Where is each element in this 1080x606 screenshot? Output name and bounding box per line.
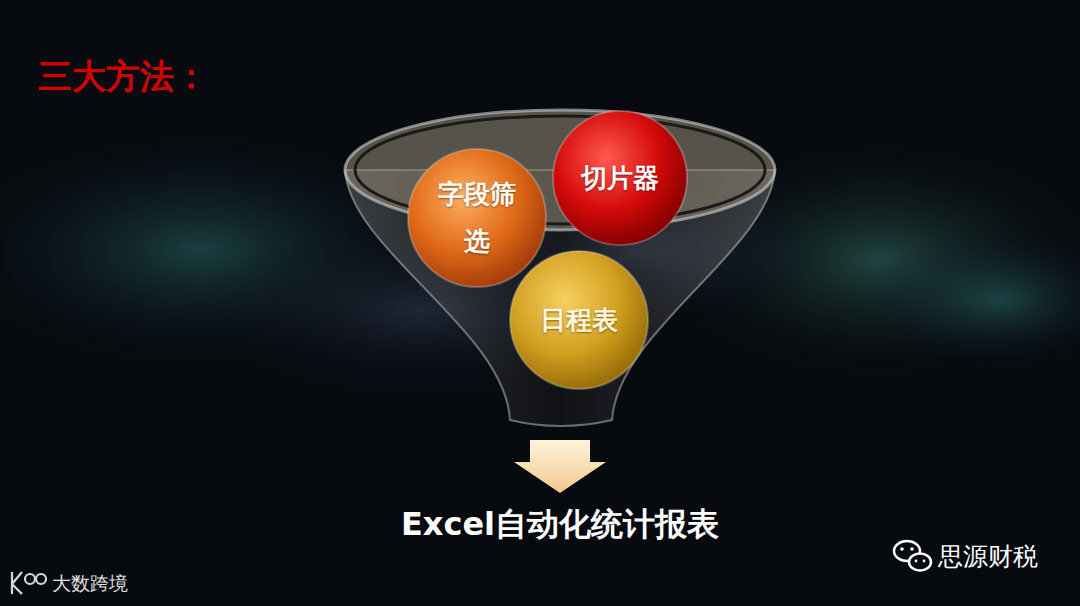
method-circle: 字段筛选 [407, 148, 547, 288]
method-circle: 切片器 [552, 110, 688, 246]
circle-shape [407, 148, 547, 288]
watermark: 大数跨境 [52, 571, 128, 597]
method-name: 字段筛选 [432, 171, 522, 265]
method-circle: 日程表 [509, 250, 649, 390]
result-caption: Excel自动化统计报表 [401, 503, 719, 547]
watermark: 思源财税 [938, 540, 1038, 573]
method-name: 日程表 [534, 297, 624, 344]
slide-title: 三大方法： [38, 54, 208, 100]
method-name: 切片器 [575, 155, 665, 202]
